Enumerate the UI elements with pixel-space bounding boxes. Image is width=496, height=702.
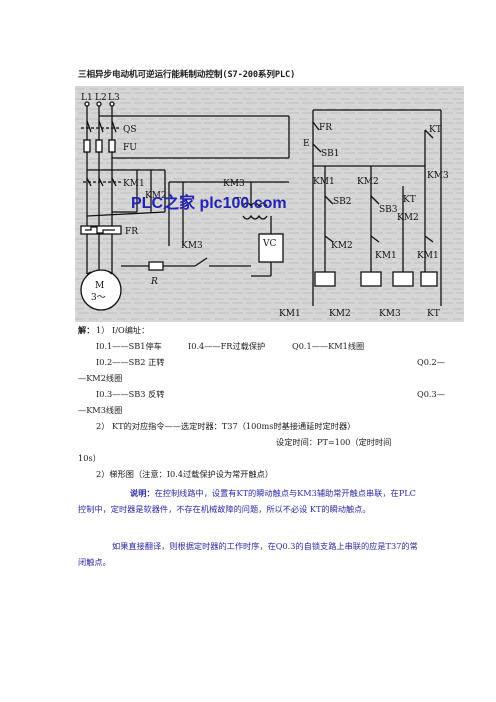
label-sb3: SB3 bbox=[379, 205, 398, 215]
timer-time-cont: 10s） bbox=[78, 453, 101, 463]
label-qs: QS bbox=[123, 125, 137, 135]
bottom-label-km3: KM3 bbox=[379, 309, 401, 319]
bottom-label-kt: KT bbox=[427, 309, 440, 319]
note-paragraph-2: 如果直接翻译，则根据定时器的工作时序，在Q0.3的自锁支路上串联的应是T37的常… bbox=[78, 541, 418, 567]
watermark: PLC之家 plc100.com bbox=[131, 193, 287, 212]
label-km2-right: KM2 bbox=[397, 213, 419, 223]
circuit-diagram: L1 L2 L3 QS FU KM1 KM2 KM3 FR KM3 M 3～ T… bbox=[75, 86, 464, 322]
label-l1: L1 bbox=[81, 93, 93, 103]
coil-km2 bbox=[360, 271, 382, 287]
label-e: E bbox=[303, 139, 310, 149]
ladder-heading: 2）梯形图（注意：I0.4过载保护设为常开触点） bbox=[96, 469, 274, 479]
label-tc: TC bbox=[235, 197, 248, 207]
label-km1-interlock: KM1 bbox=[375, 251, 397, 261]
label-kt-mid: KT bbox=[403, 195, 416, 205]
bottom-label-km1: KM1 bbox=[279, 309, 301, 319]
label-km3-main: KM3 bbox=[223, 179, 245, 189]
label-km2-main: KM2 bbox=[145, 191, 167, 201]
solution-label: 解： bbox=[78, 325, 95, 335]
label-km3-ctrl: KM3 bbox=[427, 171, 449, 181]
io-line-3-right: Q0.3— bbox=[417, 389, 445, 399]
label-fr-main: FR bbox=[125, 227, 138, 237]
timer-line: 2） KT的对应指令——选定时器：T37（100ms时基接通延时定时器） bbox=[96, 421, 356, 431]
label-km1-main: KM1 bbox=[123, 179, 145, 189]
io-line-3-left: I0.3——SB3 反转 bbox=[96, 389, 165, 399]
io-line-3-cont: —KM3线圈 bbox=[78, 405, 123, 415]
label-l2: L2 bbox=[95, 93, 107, 103]
label-km2-ctrl: KM2 bbox=[357, 177, 379, 187]
io-line-1-left: I0.1——SB1停车 bbox=[96, 341, 162, 351]
label-km1-right: KM1 bbox=[417, 251, 439, 261]
circuit-schematic: L1 L2 L3 QS FU KM1 KM2 KM3 FR KM3 M 3～ T… bbox=[75, 86, 464, 322]
label-kt-top: KT bbox=[429, 125, 442, 135]
label-km1-ctrl: KM1 bbox=[313, 177, 335, 187]
io-line-2-left: I0.2——SB2 正转 bbox=[96, 357, 165, 367]
timer-time: 设定时间：PT=100（定时时间 bbox=[276, 437, 392, 447]
label-motor-phase: 3～ bbox=[91, 293, 106, 303]
note-paragraph: 说明：在控制线路中，设置有KT的瞬动触点与KM3辅助常开触点串联，在PLC控制中… bbox=[78, 485, 418, 517]
label-motor: M bbox=[95, 281, 104, 291]
document-title: 三相异步电动机可逆运行能耗制动控制(S7-200系列PLC) bbox=[78, 70, 296, 80]
label-fr-ctrl: FR bbox=[319, 123, 332, 133]
note-text: 在控制线路中，设置有KT的瞬动触点与KM3辅助常开触点串联，在PLC控制中，定时… bbox=[78, 488, 416, 514]
coil-km3 bbox=[392, 271, 414, 287]
label-sb2: SB2 bbox=[333, 197, 352, 207]
io-line-2-right: Q0.2— bbox=[417, 357, 445, 367]
label-vc: VC bbox=[262, 239, 276, 249]
io-line-1-mid: I0.4——FR过载保护 bbox=[188, 341, 266, 351]
io-line-1-right: Q0.1——KM1线圈 bbox=[292, 341, 365, 351]
bottom-label-km2: KM2 bbox=[329, 309, 351, 319]
coil-km1 bbox=[314, 271, 336, 287]
label-km3-brake: KM3 bbox=[181, 241, 203, 251]
io-line-2-cont: —KM2线圈 bbox=[78, 373, 123, 383]
label-r: R bbox=[150, 277, 158, 287]
coil-kt bbox=[420, 271, 438, 287]
label-l3: L3 bbox=[108, 93, 120, 103]
label-fu: FU bbox=[123, 143, 137, 153]
note-label: 说明： bbox=[130, 488, 155, 498]
io-heading: 1） I/O编址： bbox=[96, 325, 150, 335]
label-km2-interlock: KM2 bbox=[331, 241, 353, 251]
label-sb1: SB1 bbox=[321, 149, 340, 159]
